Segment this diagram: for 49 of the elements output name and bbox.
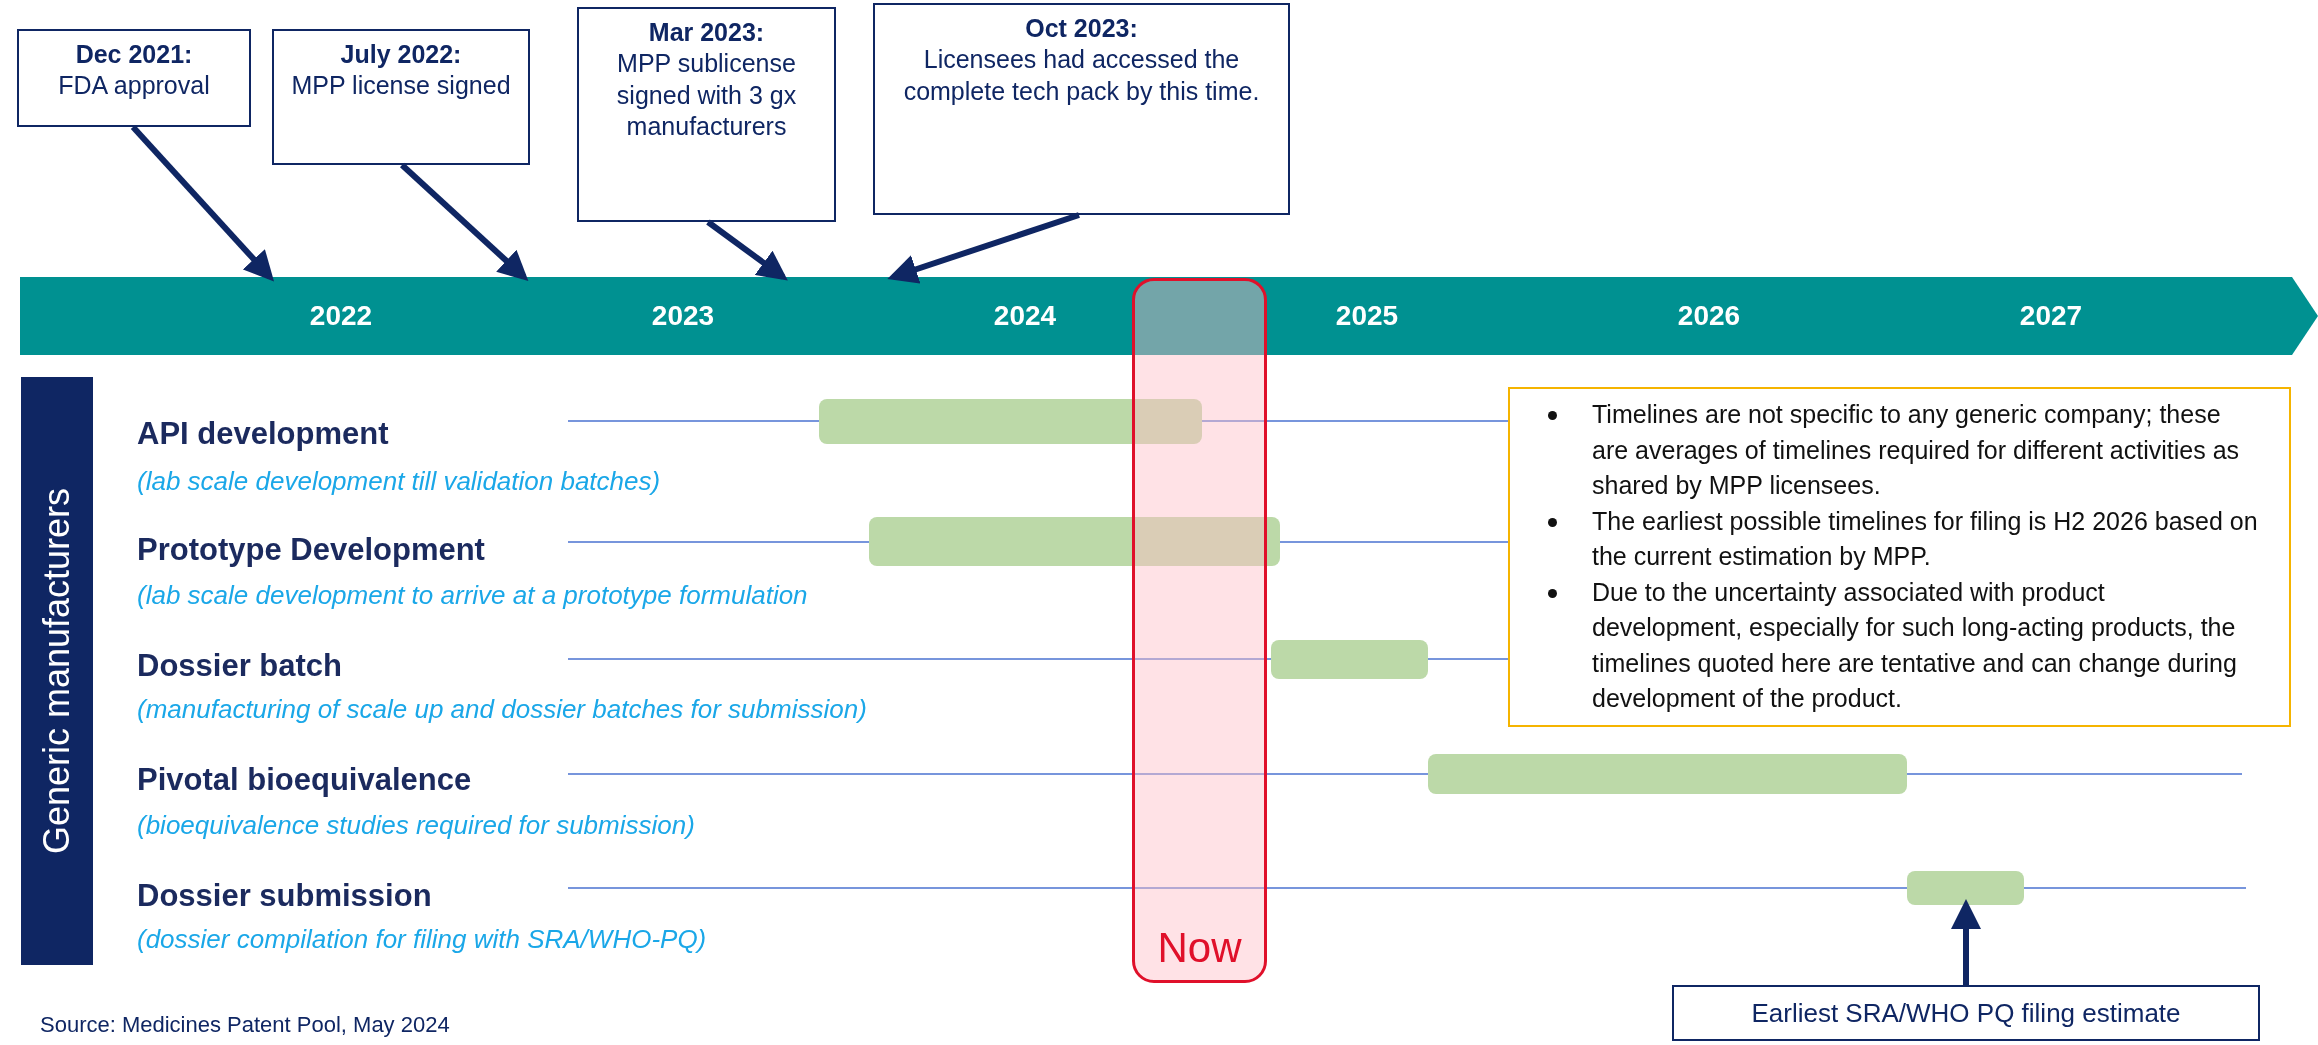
callout-date: Oct 2023: [1025, 13, 1138, 44]
callout-text: Licensees had accessed the complete tech pack by this time. [902, 44, 1261, 107]
band-label: Generic manufacturers [36, 487, 78, 855]
year-label: 2022 [309, 300, 373, 332]
callout-text: MPP license signed [291, 70, 511, 102]
arrow [399, 162, 529, 282]
year-label: 2025 [1335, 300, 1399, 332]
callout-date: Mar 2023: [648, 17, 765, 48]
callout-box [873, 3, 1290, 215]
year-label: 2023 [651, 300, 715, 332]
activity-title: API development [137, 416, 389, 452]
gantt-bar [869, 517, 1280, 566]
now-label: Now [1157, 924, 1242, 972]
arrow [887, 212, 1080, 284]
estimate-box [1672, 985, 2260, 1041]
arrow [1951, 899, 1981, 985]
bullet-text: The earliest possible timelines for filing is H2 2026 based on the current estimation by MPP. [1592, 505, 2259, 573]
bullet-text: Due to the uncertainty associated with product development, especially for such long-acting products, the timelines quoted here are tentative and can change during development of the product. [1592, 576, 2238, 715]
activity-title: Pivotal bioequivalence [137, 762, 472, 798]
note-box [1508, 387, 2291, 727]
activity-description: (lab scale development to arrive at a prototype formulation [137, 580, 808, 611]
gantt-bar [1271, 640, 1428, 679]
callout-box [272, 29, 530, 165]
year-label: 2026 [1677, 300, 1741, 332]
activity-description: (manufacturing of scale up and dossier batches for submission) [137, 694, 867, 725]
gantt-bar [819, 399, 1202, 444]
year-label: 2027 [2019, 300, 2083, 332]
activity-title: Dossier batch [137, 648, 342, 684]
activity-description: (dossier compilation for filing with SRA/WHO-PQ) [137, 924, 707, 955]
callout-text: FDA approval [58, 70, 210, 102]
source-note: Source: Medicines Patent Pool, May 2024 [40, 1012, 450, 1038]
vertical-band [21, 377, 93, 965]
activity-description: (lab scale development till validation batches) [137, 466, 661, 497]
callout-box [577, 7, 836, 222]
now-marker [1132, 278, 1267, 983]
arrow [130, 125, 275, 282]
activity-title: Prototype Development [137, 532, 485, 568]
gantt-bar [1907, 871, 2024, 905]
callout-text: MPP sublicense signed with 3 gx manufacturers [615, 48, 798, 142]
bullet-text: Timelines are not specific to any generic company; these are averages of timelines required for different activities as shared by MPP licensees. [1592, 399, 2241, 502]
estimate-label: Earliest SRA/WHO PQ filing estimate [1751, 997, 2181, 1029]
year-label: 2024 [993, 300, 1057, 332]
activity-description: (bioequivalence studies required for submission) [137, 810, 695, 841]
callout-date: July 2022: [340, 39, 462, 70]
callout-box [17, 29, 251, 127]
callout-date: Dec 2021: [75, 39, 193, 70]
activity-title: Dossier submission [137, 878, 432, 914]
gantt-bar [1428, 754, 1907, 794]
arrow [706, 219, 788, 281]
